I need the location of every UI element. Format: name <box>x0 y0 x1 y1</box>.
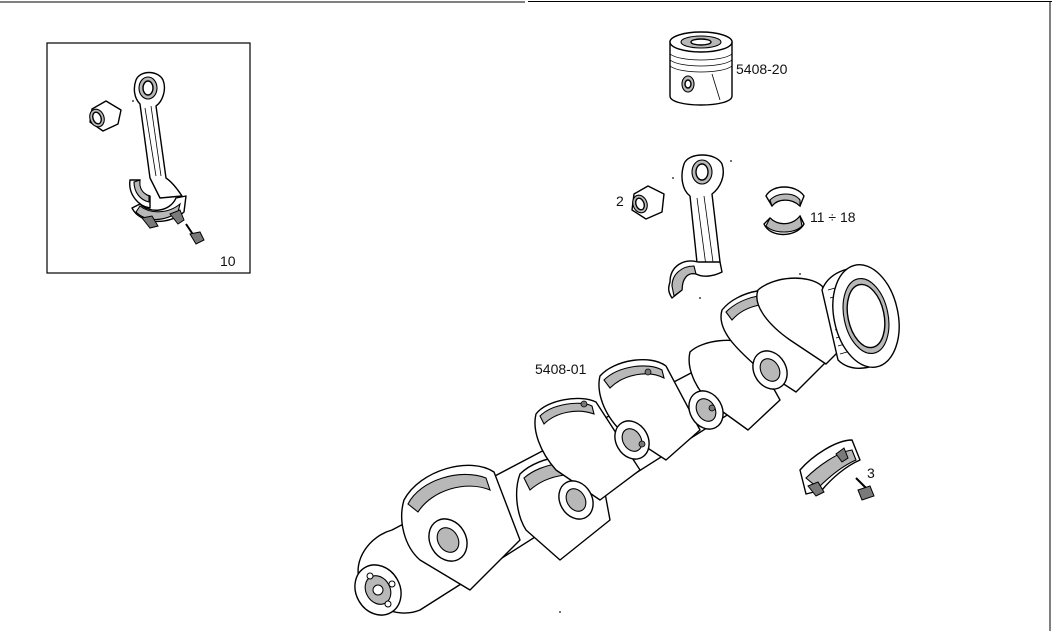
label-small-end-bush: 2 <box>616 193 624 209</box>
inset-box: 10 <box>46 42 251 274</box>
main-bearing-cap-drawing <box>799 439 861 497</box>
main-bearing-screw-drawing <box>855 477 875 501</box>
label-inset-assembly: 10 <box>220 253 236 269</box>
label-main-bearing-cap-screw: 3 <box>867 465 875 481</box>
label-bearing-shells: 11 ÷ 18 <box>810 209 856 225</box>
piston-drawing <box>669 31 733 106</box>
crankshaft-drawing <box>354 264 900 616</box>
inset-screw-drawing <box>185 223 205 245</box>
small-end-bush-drawing <box>631 185 665 220</box>
label-piston: 5408-20 <box>736 61 788 77</box>
label-crankshaft: 5408-01 <box>535 361 587 377</box>
inset-connecting-rod-drawing <box>129 71 187 229</box>
connecting-rod-drawing <box>667 154 724 299</box>
inset-bush-drawing <box>89 100 122 132</box>
bearing-shells-drawing <box>763 186 805 236</box>
